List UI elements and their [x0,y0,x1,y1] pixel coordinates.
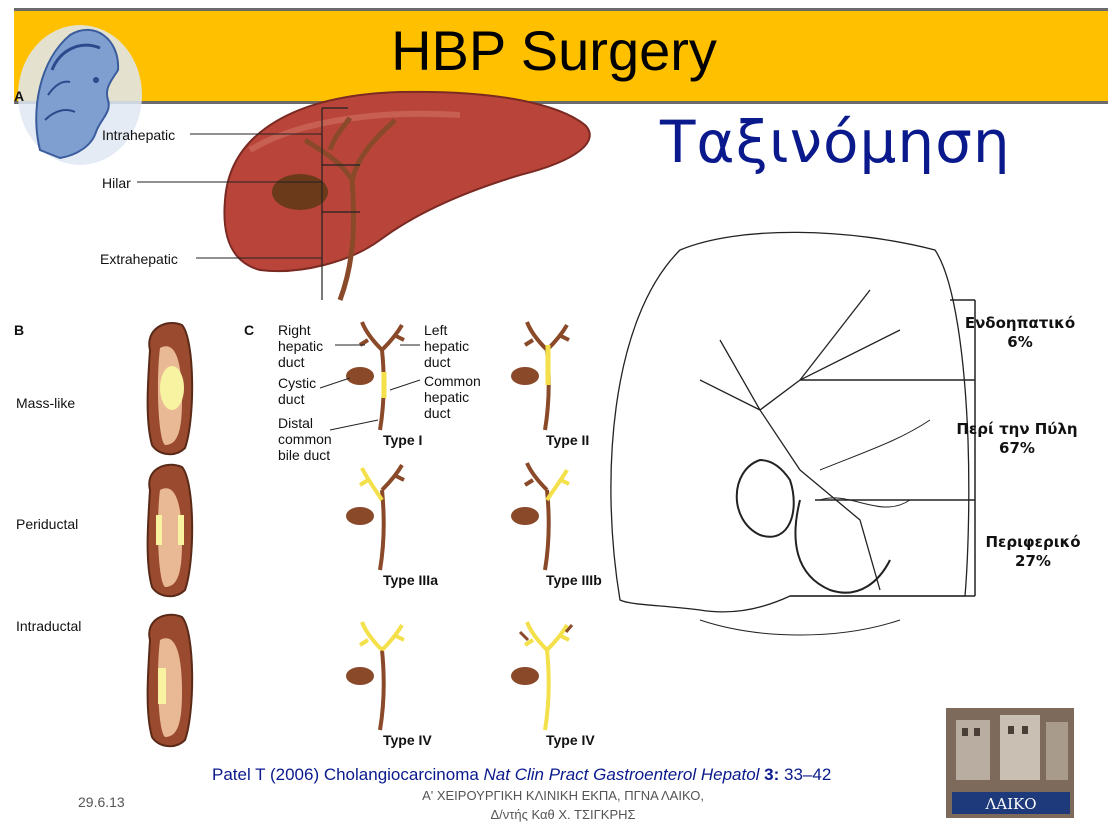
footer-date: 29.6.13 [78,794,125,810]
label-type-iiia: Type IIIa [383,572,438,588]
bismuth-type-iv [346,622,404,730]
distribution-perihilar-label: Περί την Πύλη [942,420,1092,439]
label-intraductal: Intraductal [16,618,81,634]
label-right-hepatic-duct: Right hepatic duct [278,322,340,370]
mass-like-duct [148,323,193,454]
footer-institution-line1: Α' ΧΕΙΡΟΥΡΓΙΚΗ ΚΛΙΝΙΚΗ ΕΚΠΑ, ΠΓΝΑ ΛΑΙΚΟ, [388,786,738,805]
label-common-hepatic-duct: Common hepatic duct [424,373,496,421]
label-cystic-duct: Cystic duct [278,375,328,407]
citation-journal: Nat Clin Pract Gastroenterol Hepatol [484,765,760,784]
citation-authors: Patel T (2006) Cholangiocarcinoma [212,765,484,784]
distribution-distal: Περιφερικό 27% [968,533,1098,571]
label-hilar: Hilar [102,175,131,191]
bismuth-type-i [346,322,404,430]
panel-b-letter: B [14,322,24,338]
slide-subtitle: Ταξινόμηση [660,108,1011,176]
panel-c-letter: C [244,322,254,338]
distribution-intrahepatic: Ενδοηπατικό 6% [950,314,1090,352]
label-left-hepatic-duct: Left hepatic duct [424,322,484,370]
distribution-perihilar-value: 67% [942,439,1092,458]
label-distal-common-bile-duct: Distal common bile duct [278,415,350,463]
distribution-distal-value: 27% [968,552,1098,571]
label-type-ii: Type II [546,432,589,448]
label-type-iiib: Type IIIb [546,572,602,588]
distribution-perihilar: Περί την Πύλη 67% [942,420,1092,458]
liver-illustration [137,92,590,300]
hospital-logo-text: ΛΑΙΚΟ [952,795,1070,813]
bismuth-type-iiib [511,463,569,570]
bismuth-type-iv-extended [511,622,572,730]
panel-a-letter: A [14,88,24,104]
label-mass-like: Mass-like [16,395,75,411]
label-extrahepatic: Extrahepatic [100,251,178,267]
label-intrahepatic: Intrahepatic [102,127,175,143]
label-periductal: Periductal [16,516,78,532]
university-emblem-icon [18,25,142,165]
bismuth-type-iiia [346,465,404,570]
intraductal-duct [148,615,193,746]
distribution-intrahepatic-label: Ενδοηπατικό [950,314,1090,333]
label-type-i: Type I [383,432,422,448]
distribution-distal-label: Περιφερικό [968,533,1098,552]
footer-institution: Α' ΧΕΙΡΟΥΡΓΙΚΗ ΚΛΙΝΙΚΗ ΕΚΠΑ, ΠΓΝΑ ΛΑΙΚΟ,… [388,786,738,824]
periductal-duct [148,465,193,596]
citation: Patel T (2006) Cholangiocarcinoma Nat Cl… [212,765,831,785]
label-type-iv-extended: Type IV [546,732,595,748]
liver-line-drawing [611,232,969,635]
bismuth-type-ii [511,322,569,430]
citation-pages: 33–42 [779,765,831,784]
distribution-intrahepatic-value: 6% [950,333,1090,352]
citation-volume: 3: [764,765,779,784]
footer-institution-line2: Δ/ντής Καθ Χ. ΤΣΙΓΚΡΗΣ [388,805,738,824]
label-type-iv: Type IV [383,732,432,748]
